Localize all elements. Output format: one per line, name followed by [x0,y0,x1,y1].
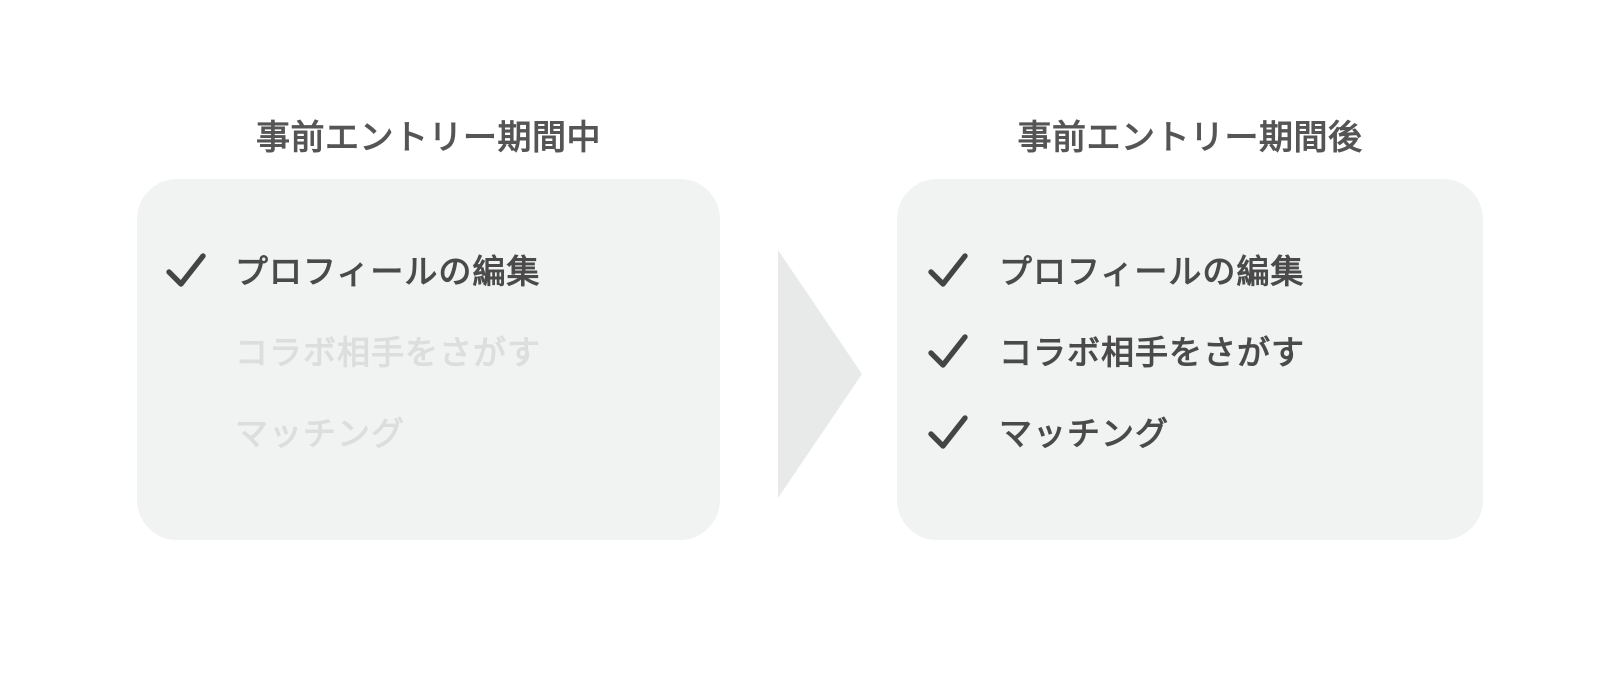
list-item-label: マッチング [999,414,1169,452]
check-slot [137,332,235,372]
phase-heading-before: 事前エントリー期間中 [256,119,601,157]
list-item: マッチング [137,393,720,474]
checkmark-icon [166,253,206,287]
list-item-label: マッチング [235,414,405,452]
checklist-card-after: プロフィールの編集 コラボ相手をさがす [897,178,1483,540]
check-slot [137,413,235,453]
check-slot [137,251,235,291]
check-slot [897,251,999,291]
phase-column-before: 事前エントリー期間中 プロフィールの編集 [137,118,720,540]
checklist-after: プロフィールの編集 コラボ相手をさがす [897,231,1483,474]
list-item-label: コラボ相手をさがす [235,333,541,371]
check-slot [897,413,999,453]
checklist-before: プロフィールの編集 コラボ相手をさがす [137,231,720,474]
check-slot [897,332,999,372]
arrow-right-icon [778,250,862,498]
phase-column-after: 事前エントリー期間後 プロフィールの編集 [897,118,1483,540]
list-item-label: プロフィールの編集 [999,252,1305,290]
checkmark-icon [928,334,968,368]
list-item: プロフィールの編集 [897,231,1483,312]
list-item-label: プロフィールの編集 [235,252,541,290]
list-item: マッチング [897,393,1483,474]
checkmark-icon [928,253,968,287]
phase-heading-after: 事前エントリー期間後 [1017,119,1363,157]
checklist-card-before: プロフィールの編集 コラボ相手をさがす [137,178,720,540]
checkmark-icon [928,415,968,449]
list-item: プロフィールの編集 [137,231,720,312]
list-item-label: コラボ相手をさがす [999,333,1305,371]
list-item: コラボ相手をさがす [897,312,1483,393]
list-item: コラボ相手をさがす [137,312,720,393]
